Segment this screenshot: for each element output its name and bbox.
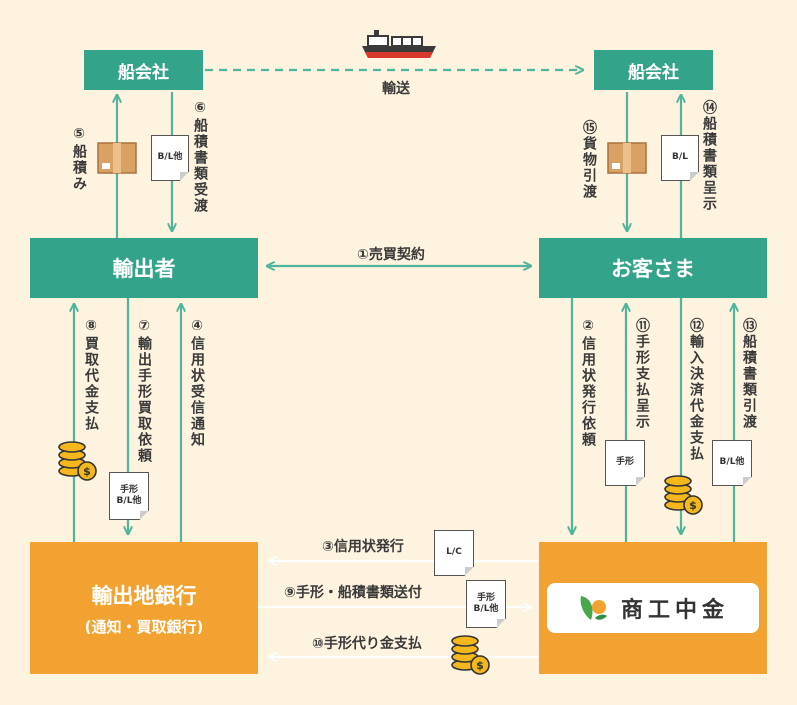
cargo-box-left-icon: [97, 142, 137, 174]
shokochukin-node: 商工中金: [539, 542, 767, 674]
step9-label: ⑨手形・船積書類送付: [284, 585, 422, 601]
lc-document-label: L/C: [446, 547, 462, 558]
svg-text:$: $: [83, 465, 91, 478]
export-bank-sublabel: (通知・買取銀行): [84, 617, 204, 636]
step3-label: ③信用状発行: [322, 539, 404, 555]
shokochukin-label: 商工中金: [620, 598, 729, 623]
shipping-company-right-label: 船会社: [628, 62, 679, 83]
cargo-box-right-icon: [607, 142, 647, 174]
ship-icon: [362, 30, 436, 58]
bl-document-right-bottom-icon: B/L他: [712, 440, 752, 486]
bill-bl-document-left-line2: B/L他: [116, 496, 142, 506]
bl-document-right-bottom-label: B/L他: [719, 457, 745, 468]
step6-label: ⑥船積書類受渡: [192, 100, 208, 214]
svg-text:$: $: [476, 659, 484, 672]
shipping-company-right: 船会社: [594, 50, 713, 90]
step2-label: ②信用状発行依頼: [580, 318, 596, 448]
coins-right-icon: $: [664, 475, 703, 515]
step15-label: ⑮貨物引渡: [581, 120, 597, 200]
bill-bl-document-mid-line2: B/L他: [473, 604, 499, 614]
customer-node: お客さま: [539, 238, 767, 298]
bill-document-right-label: 手形: [615, 457, 634, 468]
step4-label: ④信用状受信通知: [189, 318, 205, 448]
step10-label: ⑩手形代り金支払: [312, 636, 422, 652]
step7-label: ⑦輸出手形買取依頼: [136, 318, 152, 464]
svg-text:$: $: [689, 499, 697, 512]
step8-label: ⑧買取代金支払: [83, 318, 99, 432]
shokochukin-mark-icon: [580, 596, 607, 620]
bill-document-right-icon: 手形: [605, 440, 645, 486]
step11-label: ⑪手形支払呈示: [634, 318, 650, 430]
step13-label: ⑬船積書類引渡: [741, 318, 757, 430]
bill-bl-document-left-line1: 手形: [119, 484, 138, 495]
step12-label: ⑫輸入決済代金支払: [688, 318, 704, 462]
shipping-company-left-label: 船会社: [118, 62, 169, 83]
export-bank-node: 輸出地銀行 (通知・買取銀行): [30, 542, 258, 674]
export-bank-label: 輸出地銀行: [91, 583, 197, 608]
exporter-node: 輸出者: [30, 238, 258, 298]
bl-document-left-top-label: B/L他: [157, 152, 183, 163]
customer-label: お客さま: [611, 257, 695, 281]
bill-bl-document-left-icon: 手形 B/L他: [109, 472, 149, 520]
shokochukin-logo: 商工中金: [547, 583, 759, 633]
bl-document-right-top-label: B/L: [672, 152, 688, 163]
step1-label: ①売買契約: [357, 247, 425, 263]
coins-bottom-icon: $: [451, 635, 490, 675]
step14-label: ⑭船積書類呈示: [701, 100, 717, 212]
transport-label: 輸送: [382, 81, 410, 97]
shipping-company-left: 船会社: [84, 50, 203, 90]
step5-label: ⑤船積み: [71, 126, 87, 192]
coins-left-icon: $: [58, 441, 97, 481]
lc-document-icon: L/C: [434, 530, 474, 576]
bl-document-right-top-icon: B/L: [661, 135, 699, 181]
bl-document-left-top-icon: B/L他: [151, 135, 189, 181]
bill-bl-document-mid-line1: 手形: [476, 592, 495, 603]
bill-bl-document-mid-icon: 手形 B/L他: [466, 580, 506, 628]
exporter-label: 輸出者: [112, 257, 176, 281]
